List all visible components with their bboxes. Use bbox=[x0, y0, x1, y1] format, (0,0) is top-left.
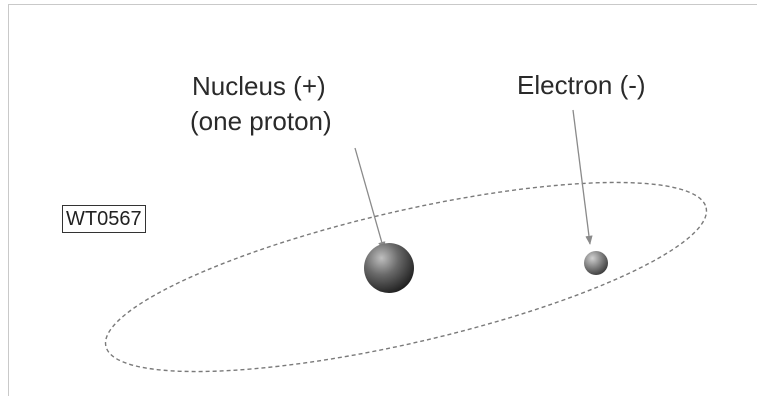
nucleus-sublabel: (one proton) bbox=[190, 106, 332, 136]
electron-sphere-icon bbox=[584, 251, 608, 275]
nucleus-pointer-arrow bbox=[354, 147, 386, 251]
frame-border-left bbox=[8, 4, 9, 396]
electron-label: Electron (-) bbox=[517, 70, 646, 100]
nucleus-sphere-icon bbox=[364, 243, 414, 293]
nucleus-label: Nucleus (+) bbox=[192, 71, 326, 101]
orbit-path bbox=[104, 181, 708, 373]
frame-border-top bbox=[8, 4, 757, 5]
electron-pointer-arrow bbox=[572, 109, 593, 245]
figure-id-tag: WT0567 bbox=[62, 205, 146, 233]
